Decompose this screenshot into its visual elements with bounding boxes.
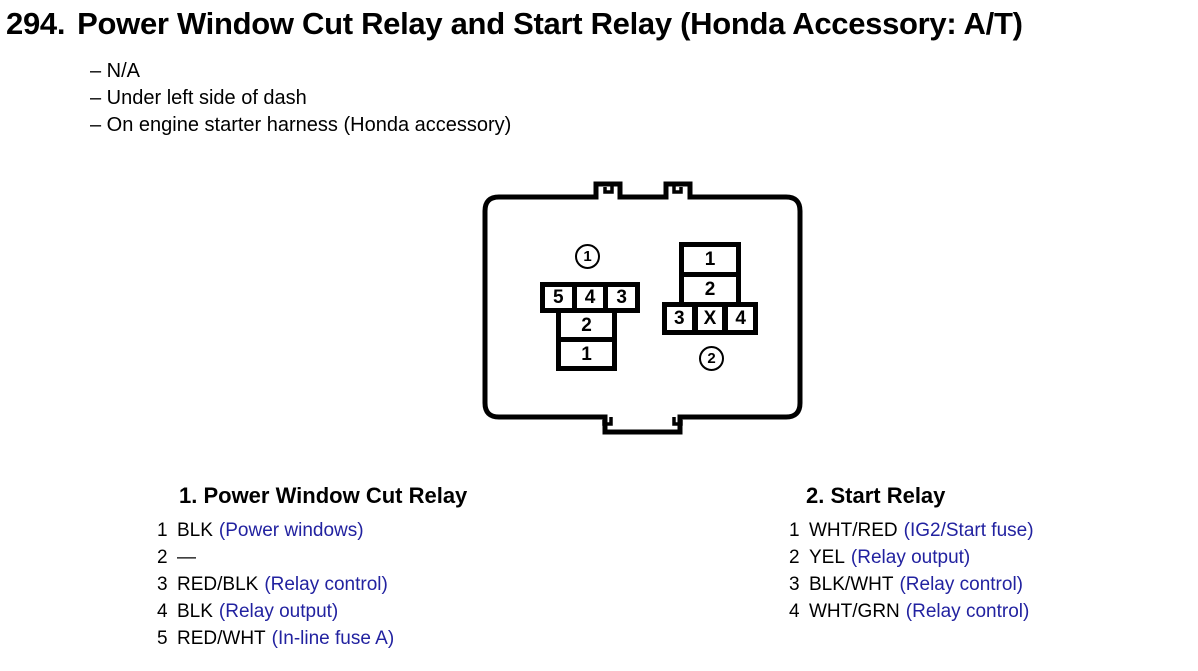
pin-number: 4 [789, 601, 800, 622]
pin-row: 3 BLK/WHT (Relay control) [789, 574, 1034, 601]
wire-function: (IG2/Start fuse) [903, 520, 1034, 541]
pin-row: 2 — [157, 547, 394, 574]
connector-2-callout: 2 [699, 346, 724, 371]
pin-number: 1 [789, 520, 800, 541]
pin-row: 3 RED/BLK (Relay control) [157, 574, 394, 601]
note-line: – On engine starter harness (Honda acces… [90, 114, 512, 136]
housing-outline [482, 181, 803, 435]
pin-number: 3 [789, 574, 800, 595]
connector-2-stack: 1 2 [679, 242, 741, 302]
wire-color: — [177, 547, 196, 568]
pin-cell: 1 [684, 247, 736, 272]
pin-row: 4 WHT/GRN (Relay control) [789, 601, 1034, 628]
wire-function: (Relay control) [264, 574, 388, 595]
pin-cell: 3 [667, 307, 692, 330]
figure-number: 294. [6, 6, 66, 41]
pin-number: 3 [157, 574, 168, 595]
wire-function: (Relay output) [218, 601, 339, 622]
note-line: – N/A [90, 60, 141, 82]
top-tab-hook-left [603, 184, 614, 194]
connector-1-top-row: 5 4 3 [540, 282, 640, 313]
pin-number: 4 [157, 601, 168, 622]
pin-row: 1 WHT/RED (IG2/Start fuse) [789, 520, 1034, 547]
pin-number: 5 [157, 628, 168, 649]
pin-cell: 2 [561, 313, 612, 337]
connector-2-bottom-row: 3 X 4 [662, 302, 758, 335]
wire-color: RED/BLK [177, 574, 259, 595]
connector-2-callout-number: 2 [707, 350, 716, 367]
wire-color: RED/WHT [177, 628, 266, 649]
legend-2-pin-list: 1 WHT/RED (IG2/Start fuse) 2 YEL (Relay … [789, 520, 1034, 628]
page-title: 294. Power Window Cut Relay and Start Rel… [6, 6, 1023, 42]
bottom-tab-hook-left [602, 417, 613, 426]
pin-row: 1 BLK (Power windows) [157, 520, 394, 547]
pin-row: 2 YEL (Relay output) [789, 547, 1034, 574]
legend-1-heading: 1. Power Window Cut Relay [179, 483, 468, 508]
wire-function: (Relay control) [899, 574, 1023, 595]
wire-color: WHT/RED [809, 520, 898, 541]
wire-color: BLK [177, 520, 213, 541]
location-notes: – N/A – Under left side of dash – On eng… [90, 58, 511, 139]
wire-function: (Relay control) [905, 601, 1030, 622]
connector-1-stack: 2 1 [556, 313, 617, 371]
pin-cell: X [697, 307, 723, 330]
connector-1-callout: 1 [575, 244, 600, 269]
wire-function: (Relay output) [850, 547, 971, 568]
pin-row: 5 RED/WHT (In-line fuse A) [157, 628, 394, 655]
pin-cell: 5 [545, 287, 572, 308]
wire-function: (Power windows) [218, 520, 364, 541]
wire-color: YEL [809, 547, 845, 568]
wire-color: WHT/GRN [809, 601, 900, 622]
note-line: – Under left side of dash [90, 87, 307, 109]
pin-cell: 3 [608, 287, 636, 308]
top-tab-hook-right [672, 184, 683, 194]
pin-cell: 2 [684, 277, 736, 302]
relay-bracket-housing [482, 181, 803, 435]
connector-1-callout-number: 1 [583, 248, 592, 265]
pin-cell: 4 [576, 287, 604, 308]
legend-2-heading: 2. Start Relay [806, 483, 946, 508]
pin-number: 2 [157, 547, 168, 568]
figure-title: Power Window Cut Relay and Start Relay (… [77, 6, 1023, 41]
wire-function: (In-line fuse A) [271, 628, 395, 649]
pin-number: 1 [157, 520, 168, 541]
pin-number: 2 [789, 547, 800, 568]
pin-cell: 4 [728, 307, 754, 330]
bottom-tab-hook-right [672, 417, 683, 426]
pin-row: 4 BLK (Relay output) [157, 601, 394, 628]
wire-color: BLK/WHT [809, 574, 894, 595]
wire-color: BLK [177, 601, 213, 622]
pin-cell: 1 [561, 342, 612, 366]
legend-1-pin-list: 1 BLK (Power windows) 2 — 3 RED/BLK (Rel… [157, 520, 394, 655]
